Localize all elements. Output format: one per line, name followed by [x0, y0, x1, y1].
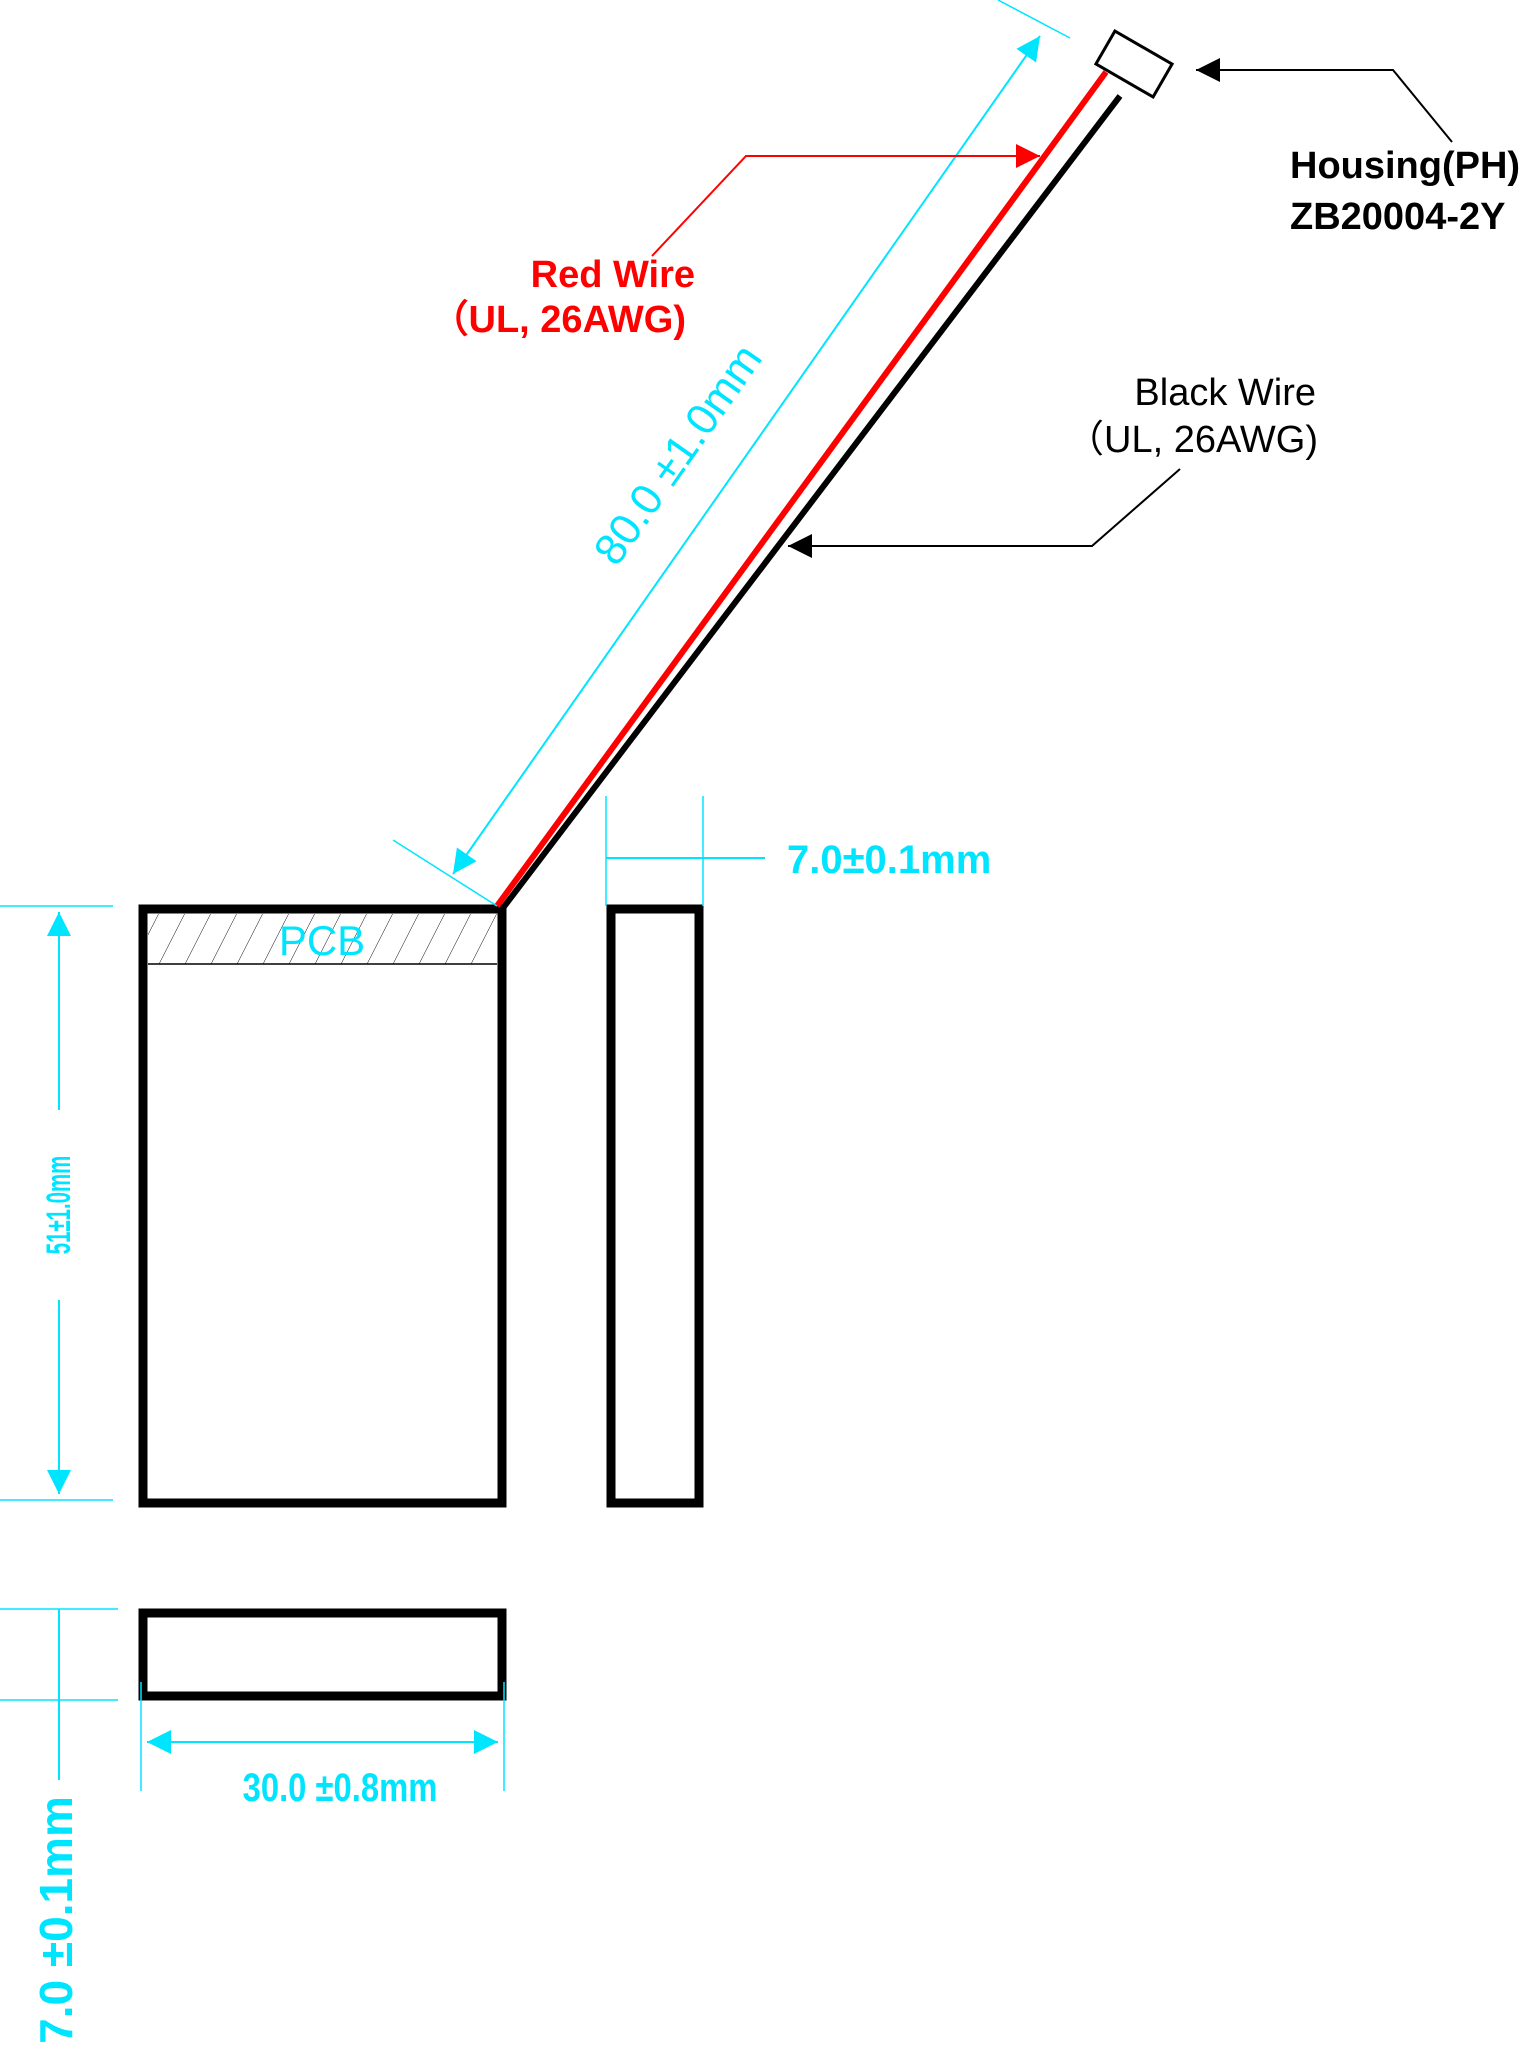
housing-label-line1: Housing(PH): [1290, 145, 1520, 187]
bottom-thickness-label: 7.0 ±0.1mm: [30, 1796, 82, 2044]
width-label: 30.0 ±0.8mm: [243, 1765, 438, 1810]
pcb-label: PCB: [279, 917, 365, 964]
connector-housing: [1093, 28, 1175, 100]
red-wire-label-line2: （UL, 26AWG): [431, 299, 686, 341]
pcb-region: [148, 914, 497, 964]
wire-length-ext-bottom: [392, 839, 498, 907]
black-wire: [500, 94, 1123, 910]
battery-body-side: [606, 904, 704, 1508]
housing-label-line2: ZB20004-2Y: [1290, 196, 1505, 238]
red-wire: [494, 70, 1109, 908]
black-wire-label-line1: Black Wire: [1134, 372, 1316, 414]
wire-length-dim-line: [452, 35, 1041, 875]
red-wire-label-line1: Red Wire: [531, 254, 695, 296]
black-wire-label-line2: （UL, 26AWG): [1066, 419, 1318, 461]
red-wire-leader: [651, 144, 1040, 257]
battery-body-front: [138, 904, 507, 1508]
side-thickness-label: 7.0±0.1mm: [787, 838, 991, 882]
wire-length-ext-top: [997, 0, 1071, 39]
height-label: 51±1.0mm: [40, 1156, 78, 1254]
black-wire-leader: [788, 468, 1181, 558]
housing-leader: [1196, 58, 1453, 143]
wire-length-label: 80.0 ±1.0mm: [584, 336, 771, 574]
battery-body-bottom: [138, 1608, 507, 1701]
